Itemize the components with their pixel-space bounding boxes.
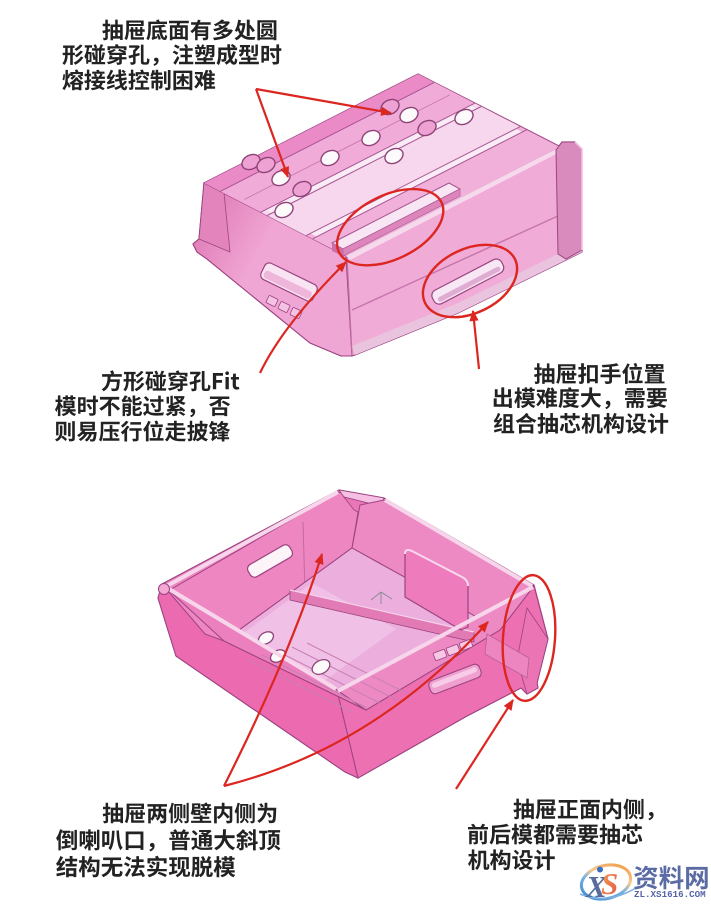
svg-text:S: S	[601, 866, 618, 901]
svg-text:X: X	[585, 869, 608, 904]
svg-text:ZL.XS1616.COM: ZL.XS1616.COM	[634, 889, 706, 900]
